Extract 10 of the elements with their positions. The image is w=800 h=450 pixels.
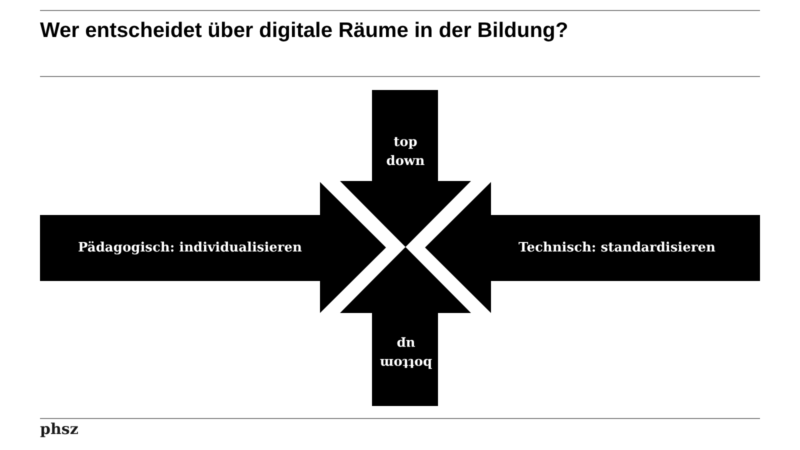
block-arrow: [425, 182, 760, 313]
arrow-label: Technisch: standardisieren: [518, 239, 716, 257]
footer-text: phsz: [40, 420, 78, 438]
title: Wer entscheidet über digitale Räume in der Bildung?: [40, 18, 568, 43]
arrow-label: top down: [386, 134, 425, 171]
arrow-label: bottom up: [379, 335, 432, 372]
block-arrow: [340, 247, 471, 406]
block-arrow: [340, 90, 471, 247]
block-arrow: [40, 182, 386, 313]
arrow-label: Pädagogisch: individualisieren: [78, 239, 302, 257]
